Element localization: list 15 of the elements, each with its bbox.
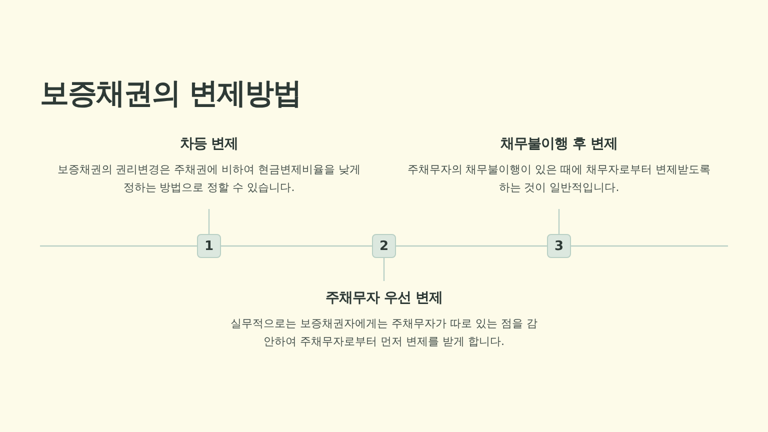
step-heading: 주채무자 우선 변제 xyxy=(324,289,444,307)
slide-title: 보증채권의 변제방법 xyxy=(40,75,302,112)
connector-line xyxy=(558,209,560,234)
step-description: 보증채권의 권리변경은 주채권에 비하여 현금변제비율을 낮게 정하는 방법으로 정할 수 있습니다. xyxy=(56,162,362,196)
step-number-badge: 3 xyxy=(547,234,571,258)
connector-line xyxy=(208,209,210,234)
connector-line xyxy=(221,245,372,247)
connector-line xyxy=(396,245,547,247)
connector-line xyxy=(383,258,385,281)
step-heading: 차등 변제 xyxy=(178,135,240,153)
step-heading: 채무불이행 후 변제 xyxy=(500,135,618,153)
step-number-badge: 1 xyxy=(197,234,221,258)
step-description: 주채무자의 채무불이행이 있은 때에 채무자로부터 변제받도록 하는 것이 일반적입니다. xyxy=(406,162,712,196)
step-number-badge: 2 xyxy=(372,234,396,258)
step-description: 실무적으로는 보증채권자에게는 주채무자가 따로 있는 점을 감안하여 주채무자로부터 먼저 변제를 받게 합니다. xyxy=(230,316,538,350)
